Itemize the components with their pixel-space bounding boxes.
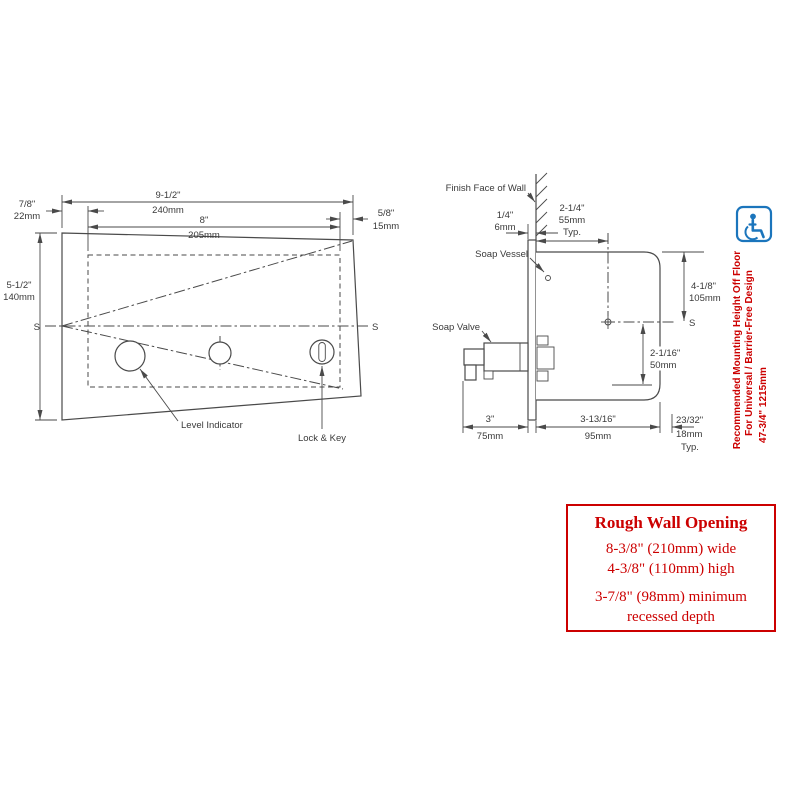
front-view: S S Level Indicator Lock & Key 9-1/2" 24…: [3, 190, 399, 444]
mounting-note: Recommended Mounting Height Off Floor Fo…: [732, 251, 769, 449]
dim-inner-width-mm: 205mm: [188, 230, 220, 241]
rough-opening-depth-line1: 3-7/8" (98mm) minimum: [595, 589, 747, 605]
dim-wall-offset-mm: 6mm: [494, 222, 515, 233]
lock-slot: [318, 342, 326, 362]
dim-corner-typ: Typ.: [681, 442, 699, 453]
soap-vessel-label: Soap Vessel: [475, 249, 528, 260]
leader-soap-valve: [481, 330, 492, 343]
vessel-port: [545, 275, 551, 281]
soap-valve-label: Soap Valve: [432, 322, 480, 333]
section-label-left: S: [34, 322, 40, 333]
dim-corner-mm: 18mm: [676, 429, 702, 440]
dim-inner-width-in: 8": [200, 215, 209, 226]
dim-left-margin-mm: 22mm: [14, 211, 40, 222]
text-backing: [648, 346, 692, 359]
side-extension-lines: [462, 381, 673, 433]
rough-opening-depth-line2: recessed depth: [627, 609, 715, 625]
level-indicator-circle: [114, 340, 146, 372]
rough-wall-opening-box: Rough Wall Opening 8-3/8" (210mm) wide 4…: [566, 504, 776, 632]
finish-face-label: Finish Face of Wall: [446, 183, 526, 194]
text-backing-2: [648, 358, 682, 371]
dim-height-in: 5-1/2": [6, 280, 31, 291]
rough-wall-opening-title: Rough Wall Opening: [594, 513, 748, 532]
dim-corner-in: 23/32": [676, 415, 703, 426]
lock-key-label: Lock & Key: [298, 433, 346, 444]
lock-circle: [309, 339, 335, 365]
dim-center-to-bottom-mm: 50mm: [650, 360, 676, 371]
leader-soap-vessel: [529, 257, 545, 273]
leader-level-indicator: [139, 368, 179, 422]
rough-opening-width: 8-3/8" (210mm) wide: [605, 541, 737, 557]
rough-opening-height: 4-3/8" (110mm) high: [607, 561, 735, 577]
section-line-diagonal-upper: [61, 240, 353, 327]
leader-finish-face: [526, 192, 536, 203]
wheelchair-head: [750, 213, 756, 220]
dim-top-to-center-mm: 105mm: [689, 293, 721, 304]
valve-spout: [464, 364, 477, 381]
dim-overall-width-mm: 240mm: [152, 205, 184, 216]
dim-left-margin-in: 7/8": [19, 199, 36, 210]
recess-outline-hidden: [87, 254, 341, 388]
dim-recess-depth-mm: 95mm: [585, 431, 611, 442]
valve-button: [483, 370, 494, 380]
mounting-note-line1: Recommended Mounting Height Off Floor: [732, 251, 743, 449]
wall-hatch: [535, 172, 548, 237]
dim-top-to-center-in: 4-1/8": [691, 281, 716, 292]
dim-height-mm: 140mm: [3, 292, 35, 303]
section-line-diagonal-lower: [61, 325, 344, 390]
vessel-body: [536, 251, 661, 401]
dim-hole-setback-typ: Typ.: [563, 227, 581, 238]
soap-valve: [463, 342, 529, 381]
accessibility-icon: [735, 205, 773, 243]
mounting-height-dimension: 47-3/4" 1215mm: [758, 367, 769, 443]
side-view: Finish Face of Wall Soap Vessel S Soap: [432, 172, 721, 453]
valve-internals: [536, 335, 555, 382]
dim-recess-depth-in: 3-13/16": [580, 414, 616, 425]
dim-valve-projection-in: 3": [486, 414, 495, 425]
mounting-note-line2: For Universal / Barrier-Free Design: [744, 270, 755, 436]
center-valve-circle: [208, 341, 232, 365]
section-label-right: S: [372, 322, 378, 333]
dim-valve-projection-mm: 75mm: [477, 431, 503, 442]
wheelchair-wheel: [744, 225, 759, 241]
level-indicator-label: Level Indicator: [181, 420, 243, 431]
section-label-side: S: [689, 318, 695, 329]
valve-body: [483, 342, 529, 372]
dim-overall-width-in: 9-1/2": [155, 190, 180, 201]
mounting-flange: [527, 239, 537, 421]
dim-wall-offset-in: 1/4": [497, 210, 514, 221]
valve-neck: [463, 348, 485, 366]
dim-hole-setback-mm: 55mm: [559, 215, 585, 226]
dim-right-margin-in: 5/8": [378, 208, 395, 219]
dim-hole-setback-in: 2-1/4": [559, 203, 584, 214]
dim-center-to-bottom-in: 2-1/16": [650, 348, 680, 359]
dim-right-margin-mm: 15mm: [373, 221, 399, 232]
